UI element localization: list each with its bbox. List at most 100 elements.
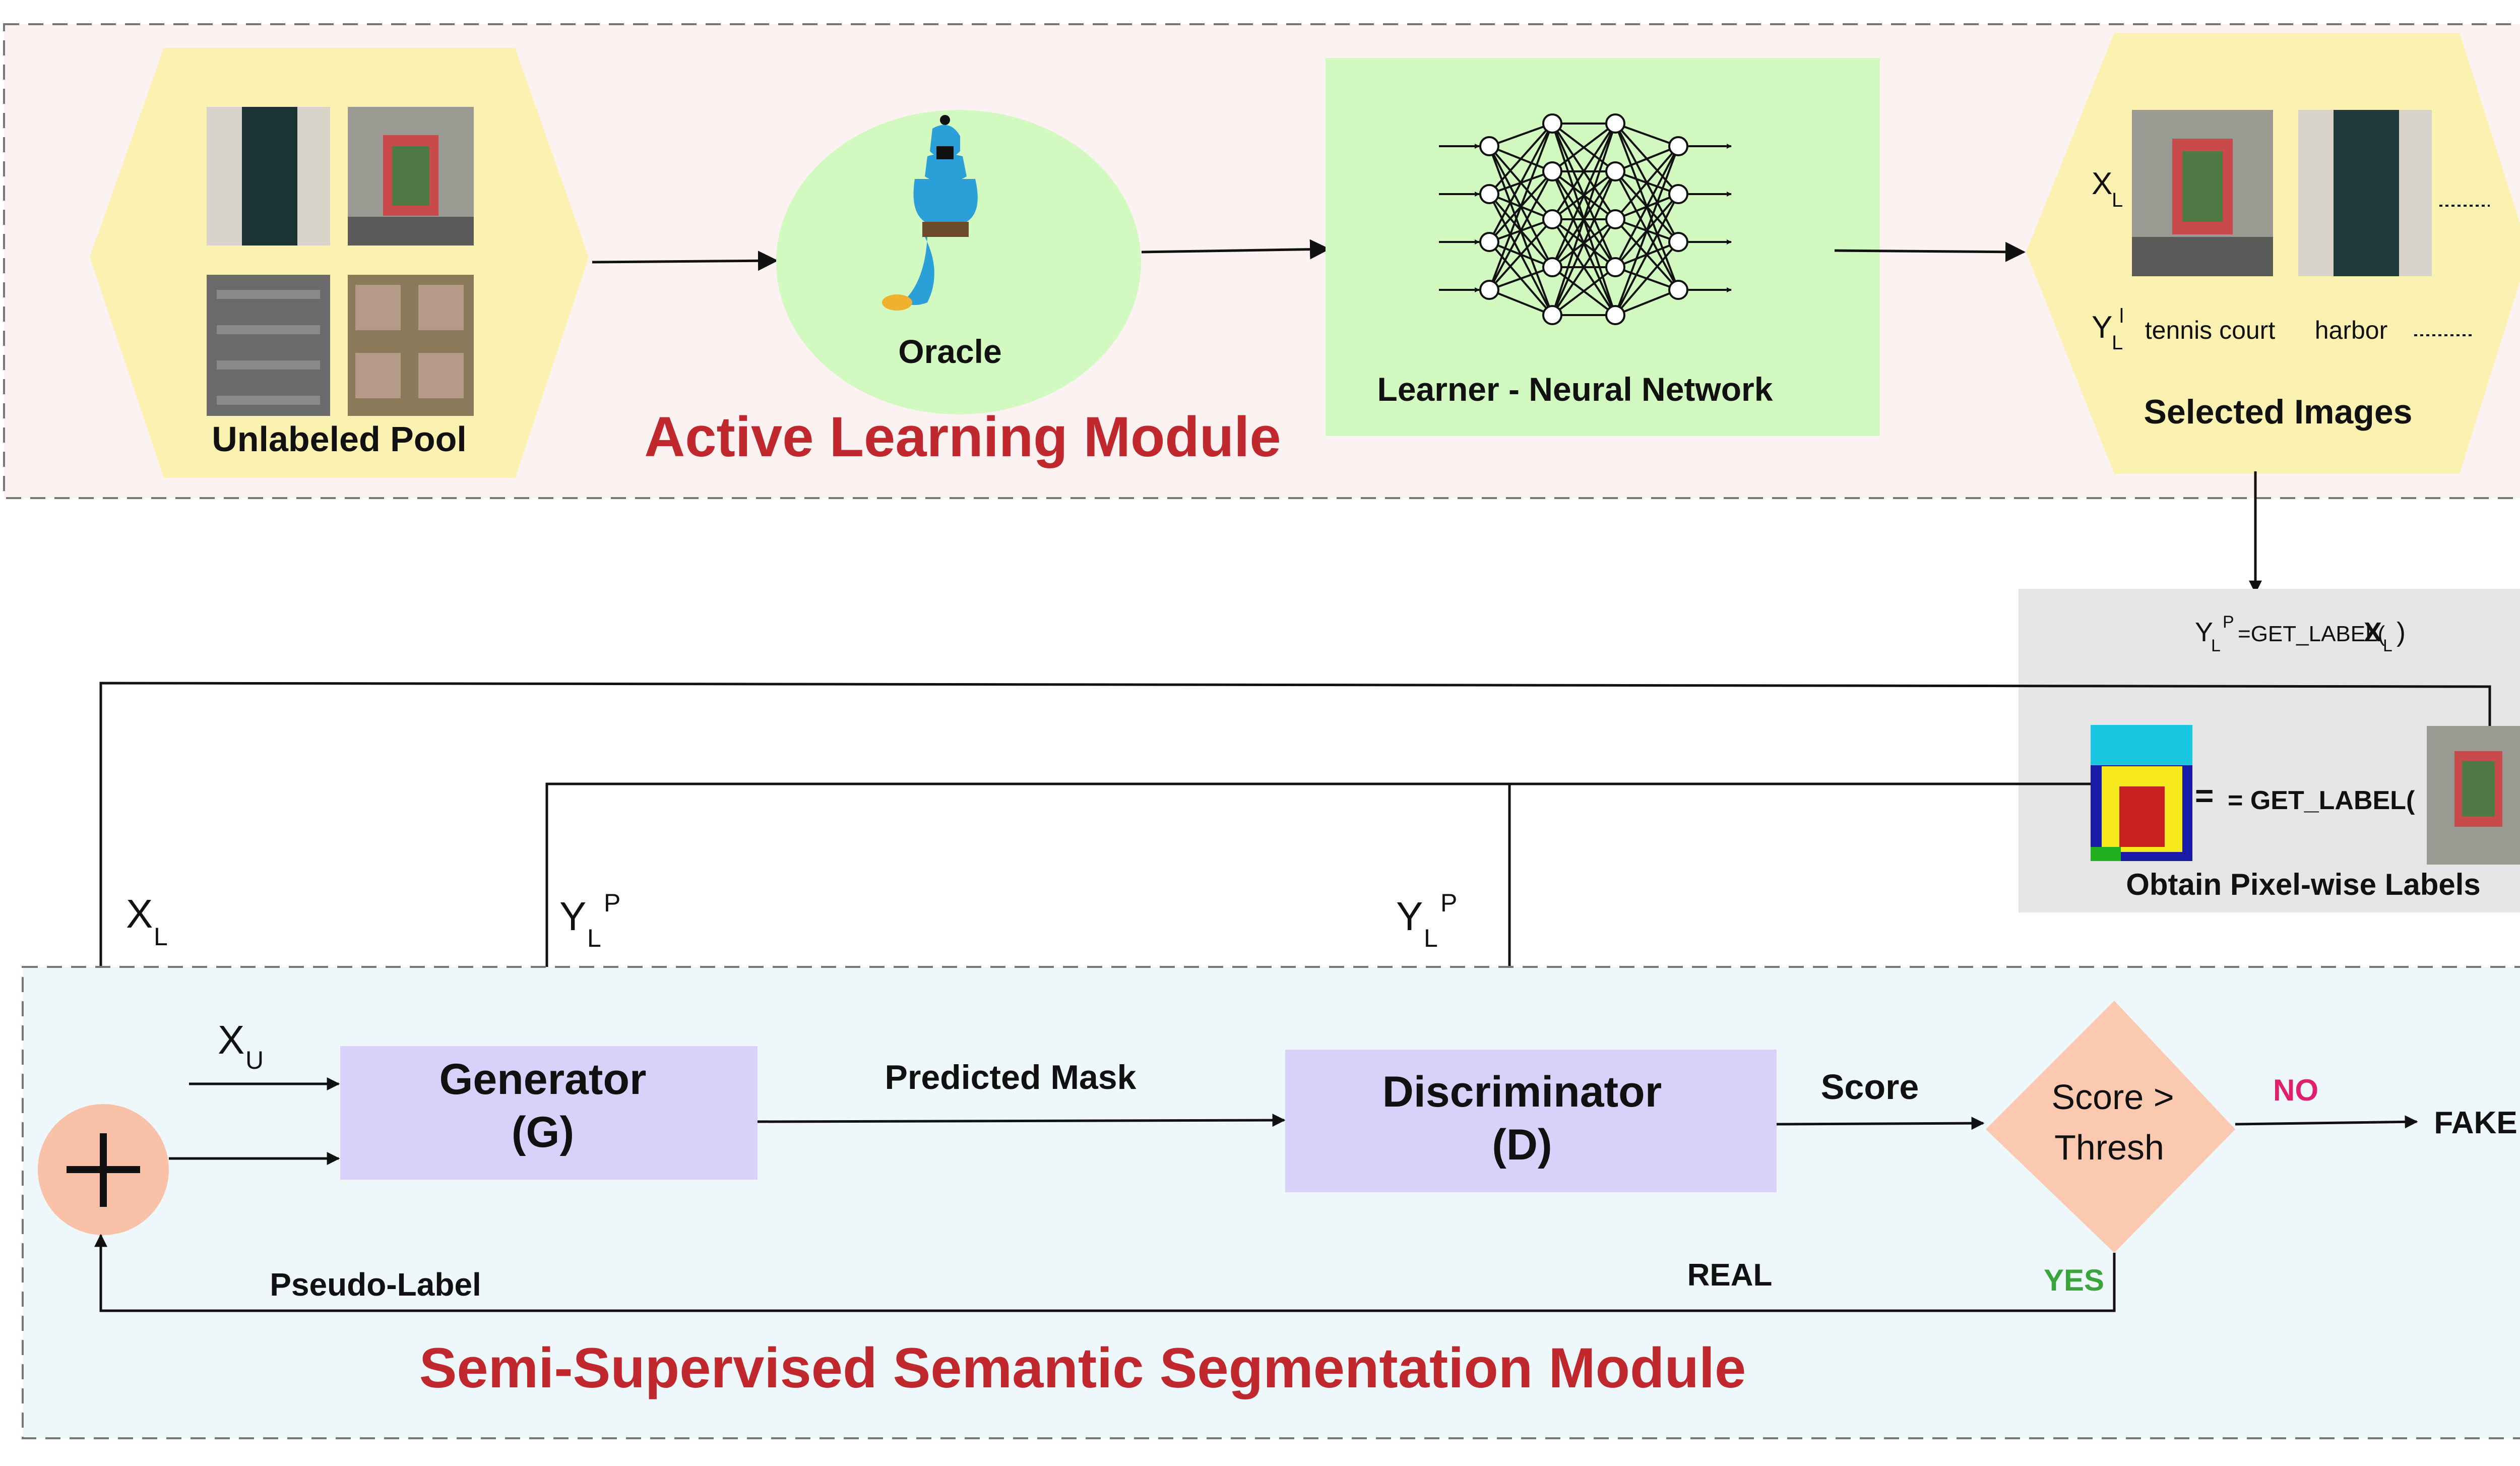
learner-label: Learner - Neural Network [1377, 371, 1773, 408]
yes-label: YES [2044, 1263, 2104, 1297]
combine-node [38, 1104, 169, 1235]
yp1-sup: P [604, 889, 620, 917]
nn-node [1479, 232, 1499, 252]
pool-thumbnail-buildings [348, 275, 474, 416]
nn-node [1605, 305, 1625, 325]
yp1-label: Y [559, 894, 586, 939]
nn-edge [1551, 218, 1616, 316]
nn-edge [1551, 266, 1616, 316]
nn-edge [1488, 123, 1553, 242]
nn-edge [1551, 123, 1616, 316]
nn-edge [1615, 145, 1679, 172]
xl-sub: L [154, 923, 168, 951]
nn-node [1479, 280, 1499, 300]
pool-thumbnail-parking [207, 275, 330, 416]
neural-network-icon [1439, 113, 1732, 325]
nn-edge [1488, 218, 1553, 291]
nn-node [1542, 161, 1562, 181]
discriminator-node: Discriminator (D) [1285, 1050, 1777, 1192]
oracle-to-learner-arrow [1141, 239, 1330, 260]
active-learning-title: Active Learning Module [644, 405, 1281, 468]
nn-node [1668, 232, 1688, 252]
nn-edge [1614, 194, 1679, 316]
formula-rhs: =GET_LABEL( [2238, 622, 2385, 646]
formula-x: X [2364, 617, 2382, 647]
formula-y: Y [2195, 617, 2213, 647]
nn-edge [1551, 123, 1616, 172]
nn-edge [1614, 241, 1679, 316]
selected-thumbnail-tennis [2132, 110, 2273, 276]
decision-to-fake-arrow [2235, 1115, 2418, 1129]
nn-node [1668, 184, 1688, 204]
selected-thumbnail-harbor [2298, 110, 2432, 276]
pseudo-label-label: Pseudo-Label [270, 1266, 481, 1303]
learner-node: Learner - Neural Network [1326, 58, 1880, 436]
formula-y-sub: L [2211, 636, 2221, 655]
selected-y-label: Y [2092, 310, 2112, 345]
unlabeled-pool-node: Unlabeled Pool [90, 48, 589, 478]
fake-label: FAKE [2434, 1106, 2517, 1140]
formula-x-sub: L [2383, 636, 2392, 655]
threshold-decision-node: Score > Thresh [1986, 1001, 2235, 1253]
decision-line1: Score > [2051, 1077, 2174, 1117]
nn-node [1605, 161, 1625, 181]
xu-sub: U [245, 1046, 264, 1074]
nn-edge [1488, 123, 1553, 195]
learner-to-selected-arrow [1834, 241, 2026, 262]
selected-images-label: Selected Images [2144, 393, 2413, 431]
discriminator-line2: (D) [1492, 1121, 1552, 1169]
equals-sign: = [2195, 777, 2214, 814]
nn-node [1668, 280, 1688, 300]
class-tennis-court: tennis court [2145, 316, 2276, 344]
pool-thumbnail-harbor [207, 107, 330, 246]
nn-edge [1551, 123, 1616, 268]
nn-edge [1488, 171, 1553, 290]
nn-node [1479, 184, 1499, 204]
yp2-sub: L [1424, 924, 1438, 952]
nn-node [1479, 136, 1499, 156]
decision-line2: Thresh [2054, 1128, 2164, 1167]
xl-label: X [126, 891, 153, 936]
selected-images-node: X L Y L l tennis court harbor Selected I… [2026, 33, 2520, 474]
xu-label: X [218, 1017, 244, 1062]
pool-to-oracle-arrow [592, 251, 778, 271]
yp2-label: Y [1396, 894, 1423, 939]
plus-icon [67, 1133, 140, 1207]
pixel-labels-title: Obtain Pixel-wise Labels [2126, 868, 2481, 901]
nn-edge [1614, 146, 1679, 268]
generator-node: Generator (G) [340, 1046, 758, 1180]
nn-edge [1488, 123, 1553, 290]
yp-to-generator-line [540, 782, 2091, 1048]
nn-node [1542, 257, 1562, 277]
selected-y-sup: l [2119, 305, 2124, 327]
pseudo-label-feedback-line [94, 1234, 2116, 1312]
predicted-mask-label: Predicted Mask [885, 1058, 1137, 1096]
nn-edge [1615, 123, 1679, 147]
formula-y-sup: P [2223, 613, 2234, 632]
nn-edge [1614, 146, 1679, 316]
nn-edge [1614, 145, 1679, 220]
nn-node [1542, 209, 1562, 229]
yp1-sub: L [587, 924, 601, 952]
nn-edge [1489, 123, 1553, 147]
unlabeled-pool-label: Unlabeled Pool [212, 419, 467, 459]
selected-y-sub: L [2112, 332, 2123, 354]
yp2-sup: P [1440, 889, 1457, 917]
real-label: REAL [1687, 1258, 1773, 1293]
formula-close: ) [2397, 617, 2406, 647]
nn-node [1668, 136, 1688, 156]
nn-node [1605, 113, 1625, 134]
get-label-text: = GET_LABEL( [2228, 786, 2415, 815]
oracle-label: Oracle [898, 333, 1001, 370]
nn-node [1605, 209, 1625, 229]
discriminator-to-decision-arrow [1776, 1117, 1985, 1130]
nn-node [1542, 113, 1562, 134]
generator-to-discriminator-arrow [757, 1114, 1286, 1127]
nn-edge [1489, 289, 1553, 316]
genie-icon [882, 115, 978, 311]
generator-line1: Generator [439, 1055, 646, 1104]
nn-edge [1551, 171, 1616, 316]
nn-node [1605, 257, 1625, 277]
xl-feedback-line [94, 682, 2491, 1098]
selected-x-sub: L [2112, 189, 2123, 211]
